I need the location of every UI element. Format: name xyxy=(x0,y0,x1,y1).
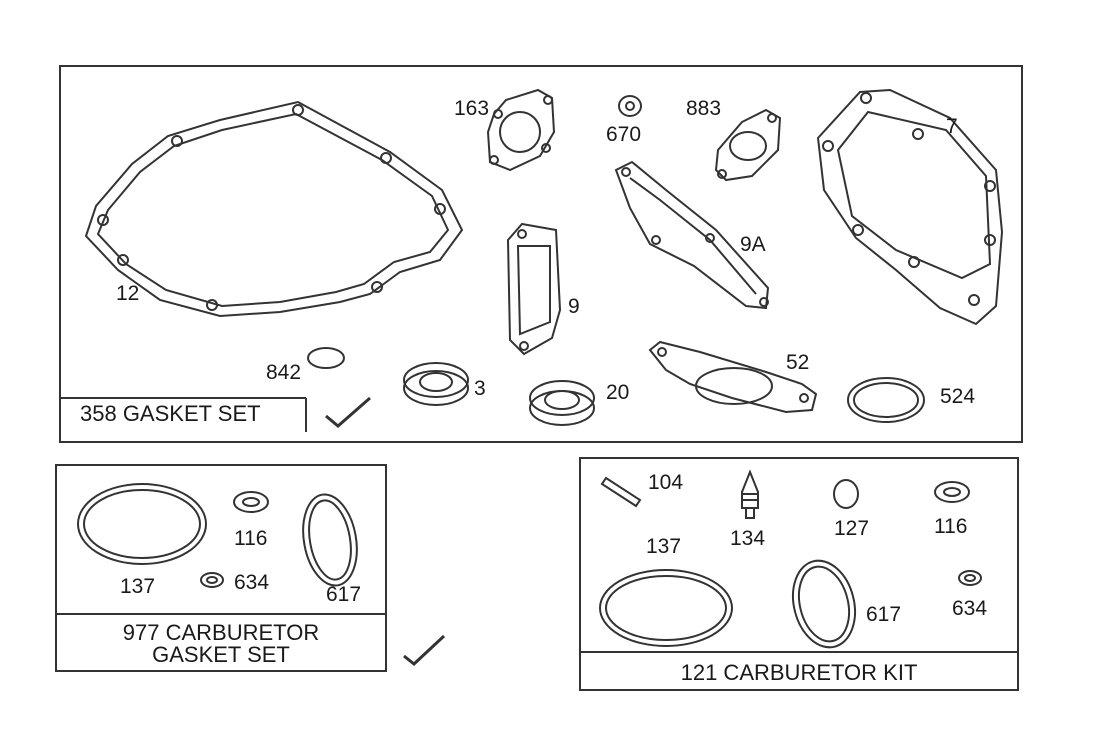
ring-137-shape xyxy=(77,483,207,565)
part-label-883: 883 xyxy=(686,97,722,120)
needle-134-shape xyxy=(741,469,759,519)
part-label-116: 116 xyxy=(234,527,268,550)
part-label-670: 670 xyxy=(606,123,642,146)
washer-634-kit-shape xyxy=(958,570,982,586)
panel-gasket-set-frame xyxy=(59,65,1023,443)
kit-part-label-104: 104 xyxy=(648,471,684,494)
panel-title-carb-kit: 121 CARBURETOR KIT xyxy=(680,660,918,685)
panel-title-carb-gasket-set: 977 CARBURETOR GASKET SET xyxy=(56,622,386,666)
part-label-12: 12 xyxy=(116,282,140,305)
part-label-7: 7 xyxy=(946,115,958,138)
part-label-9: 9 xyxy=(568,295,580,318)
panel-title-gasket-set: 358 GASKET SET xyxy=(80,401,261,426)
panel-title-carb-gasket-set-line1: 977 CARBURETOR xyxy=(122,620,320,645)
part-label-137: 137 xyxy=(120,575,156,598)
ring-137-kit-shape xyxy=(599,569,733,647)
part-label-163: 163 xyxy=(454,97,490,120)
ring-617-shape xyxy=(302,493,358,587)
part-label-617: 617 xyxy=(326,583,362,606)
ring-617-kit-shape xyxy=(792,559,856,649)
kit-part-label-116: 116 xyxy=(934,515,968,538)
part-label-20: 20 xyxy=(606,381,630,404)
oring-842-shape xyxy=(307,347,345,369)
washer-634-shape xyxy=(200,572,224,588)
panel-title-carb-gasket-set-line2: GASKET SET xyxy=(152,642,290,667)
panel-carb-gasket-set-frame xyxy=(55,464,387,672)
part-label-634: 634 xyxy=(234,571,270,594)
gasket-52-shape xyxy=(648,340,818,414)
gasket-163-shape xyxy=(486,88,556,172)
gasket-883-shape xyxy=(714,108,782,182)
pin-104-shape xyxy=(600,476,642,508)
part-label-3: 3 xyxy=(474,377,486,400)
ring-524-shape xyxy=(847,377,925,423)
gasket-9-shape xyxy=(506,222,562,356)
part-label-524: 524 xyxy=(940,385,976,408)
washer-670-shape xyxy=(618,95,642,117)
panel-carb-kit-frame xyxy=(579,457,1019,691)
washer-116-shape xyxy=(233,491,269,513)
washer-116-kit-shape xyxy=(934,481,970,503)
gasket-12-shape xyxy=(84,100,464,318)
kit-part-label-617: 617 xyxy=(866,603,902,626)
seal-20-shape xyxy=(529,380,595,426)
gasket-9A-shape xyxy=(614,160,770,310)
part-label-52: 52 xyxy=(786,351,810,374)
kit-part-label-127: 127 xyxy=(834,517,870,540)
kit-part-label-137: 137 xyxy=(646,535,682,558)
check-mark-icon xyxy=(325,396,371,428)
kit-part-label-634: 634 xyxy=(952,597,988,620)
disc-127-shape xyxy=(833,479,859,509)
kit-part-label-134: 134 xyxy=(730,527,766,550)
part-label-9A: 9A xyxy=(740,233,766,256)
seal-3-shape xyxy=(403,362,469,406)
check-mark-icon xyxy=(403,634,446,666)
gasket-7-shape xyxy=(816,88,1004,326)
part-label-842: 842 xyxy=(266,361,302,384)
